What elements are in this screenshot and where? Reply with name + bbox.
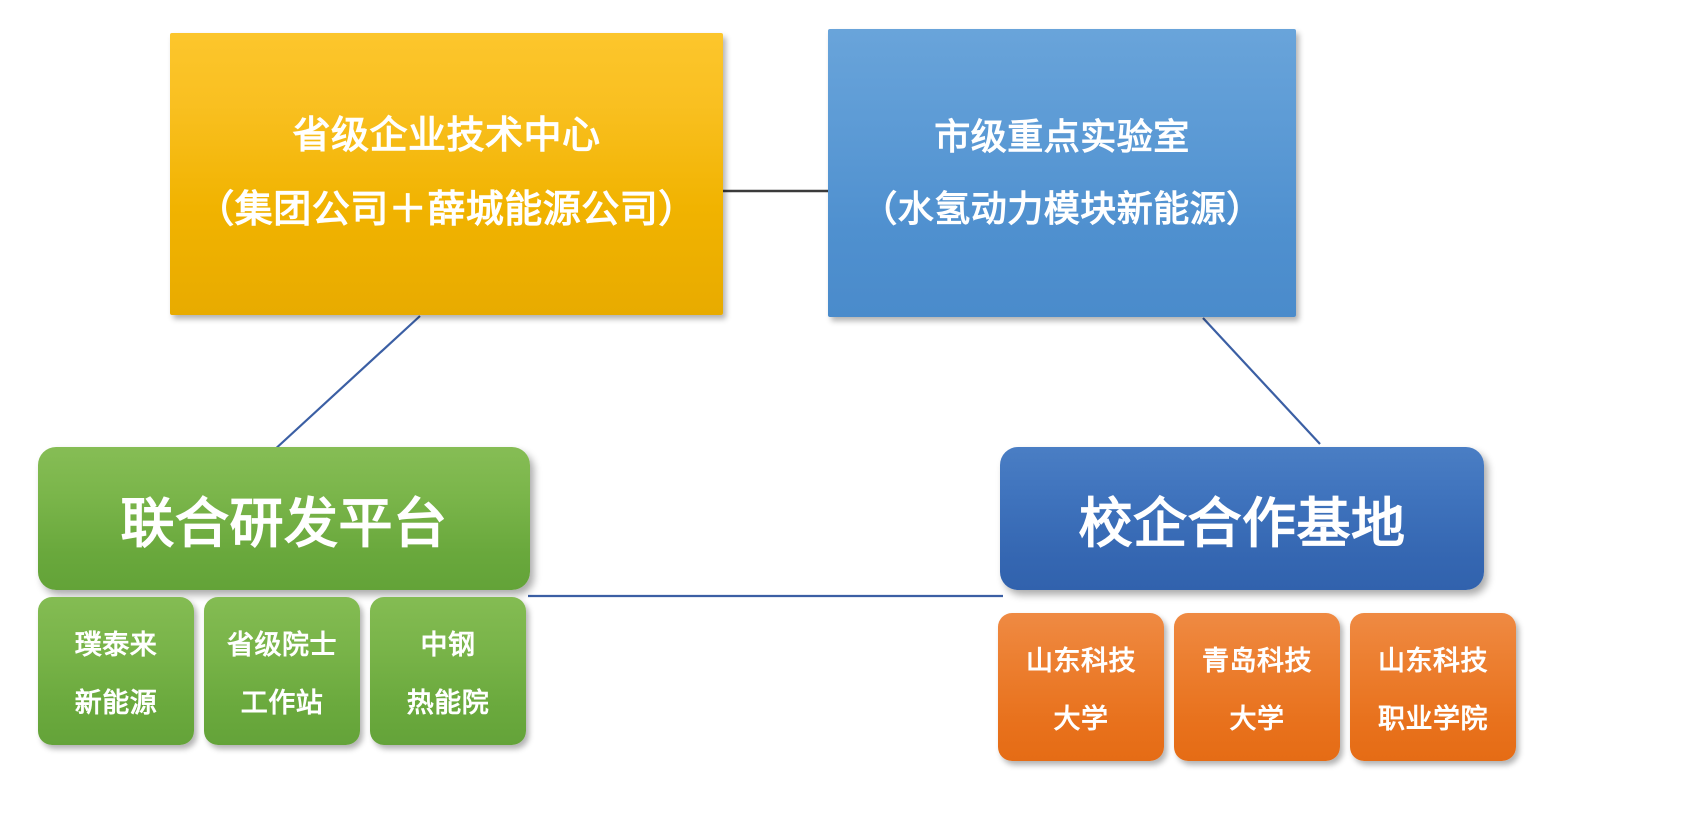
- chip-qust-line1: 青岛科技: [1202, 645, 1312, 676]
- chip-putailai-line1: 璞泰来: [74, 629, 158, 660]
- chip-sdpt-line2: 职业学院: [1378, 703, 1488, 734]
- node-provincial-enterprise-technology-center[interactable]: 省级企业技术中心 （集团公司＋薛城能源公司）: [170, 33, 723, 315]
- connector-city-lab-to-school-enterprise: [1202, 317, 1321, 445]
- node-city-lab-line2: （水氢动力模块新能源）: [861, 188, 1263, 229]
- connector-provincial-center-to-joint-platform: [271, 315, 421, 453]
- chip-academician-line2: 工作站: [240, 687, 324, 718]
- chip-sdust-line2: 大学: [1053, 703, 1109, 734]
- chip-academician-line1: 省级院士: [227, 629, 337, 660]
- chip-zhonggang-line1: 中钢: [420, 629, 476, 660]
- chip-sdpt-line1: 山东科技: [1378, 645, 1488, 676]
- node-city-key-laboratory[interactable]: 市级重点实验室 （水氢动力模块新能源）: [828, 29, 1296, 317]
- chip-zhonggang-thermal-energy-institute[interactable]: 中钢 热能院: [370, 597, 526, 745]
- node-provincial-center-line1: 省级企业技术中心: [292, 115, 601, 158]
- chip-sdust-line1: 山东科技: [1026, 645, 1136, 676]
- chip-shandong-university-of-science-and-technology[interactable]: 山东科技 大学: [998, 613, 1164, 761]
- chip-zhonggang-line2: 热能院: [406, 687, 490, 718]
- node-joint-rd-platform[interactable]: 联合研发平台: [38, 447, 530, 590]
- chip-shandong-vocational-college-of-science-and-technology[interactable]: 山东科技 职业学院: [1350, 613, 1516, 761]
- chip-qust-line2: 大学: [1229, 703, 1285, 734]
- chip-provincial-academician-workstation[interactable]: 省级院士 工作站: [204, 597, 360, 745]
- node-school-enterprise-label: 校企合作基地: [1078, 494, 1406, 554]
- chip-putailai-new-energy[interactable]: 璞泰来 新能源: [38, 597, 194, 745]
- node-school-enterprise-cooperation-base[interactable]: 校企合作基地: [1000, 447, 1484, 590]
- chip-qingdao-university-of-science-and-technology[interactable]: 青岛科技 大学: [1174, 613, 1340, 761]
- node-city-lab-line1: 市级重点实验室: [934, 116, 1190, 158]
- node-provincial-center-line2: （集团公司＋薛城能源公司）: [196, 189, 697, 231]
- chip-putailai-line2: 新能源: [74, 687, 158, 718]
- node-joint-platform-label: 联合研发平台: [120, 494, 448, 554]
